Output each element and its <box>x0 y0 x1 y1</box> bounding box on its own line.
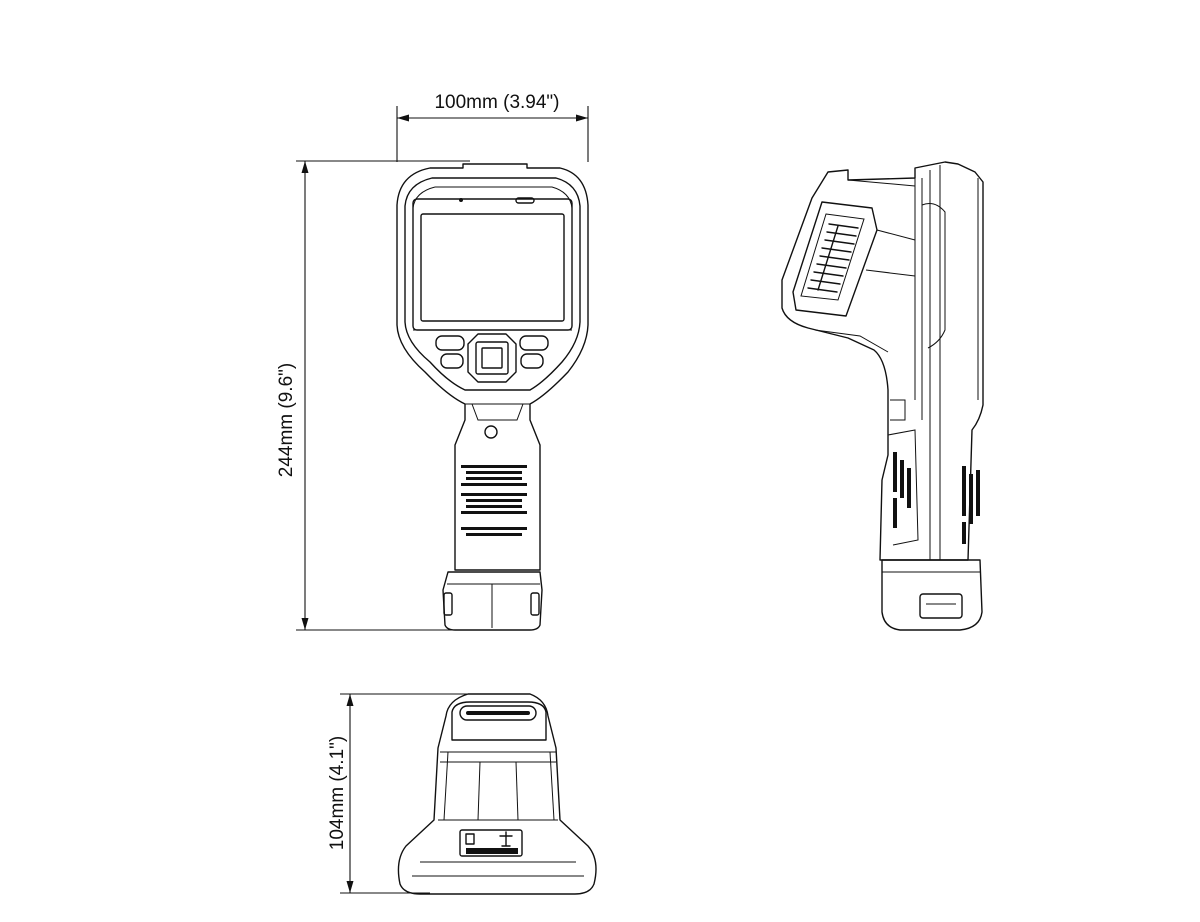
depth-dimension: 104mm (4.1") <box>327 693 470 894</box>
side-battery <box>881 559 983 631</box>
usb-port <box>459 829 523 857</box>
width-label: 100mm (3.94") <box>434 92 559 113</box>
keypad <box>435 333 549 383</box>
sensor-dot <box>459 198 463 202</box>
lens-grille <box>807 223 859 293</box>
width-dimension: 100mm (3.94") <box>396 92 589 162</box>
battery-pack <box>442 571 543 631</box>
side-view <box>781 161 984 631</box>
height-label: 244mm (9.6") <box>276 363 297 477</box>
display-screen <box>420 213 565 322</box>
grip-ribs <box>461 465 527 536</box>
depth-label: 104mm (4.1") <box>327 736 348 850</box>
height-dimension: 244mm (9.6") <box>276 160 470 631</box>
brand-plate <box>466 711 530 715</box>
indicator-light <box>515 197 535 204</box>
side-grip-ribs <box>893 452 980 544</box>
bottom-view <box>397 693 597 895</box>
front-view <box>396 163 589 631</box>
trigger-button <box>484 425 498 439</box>
